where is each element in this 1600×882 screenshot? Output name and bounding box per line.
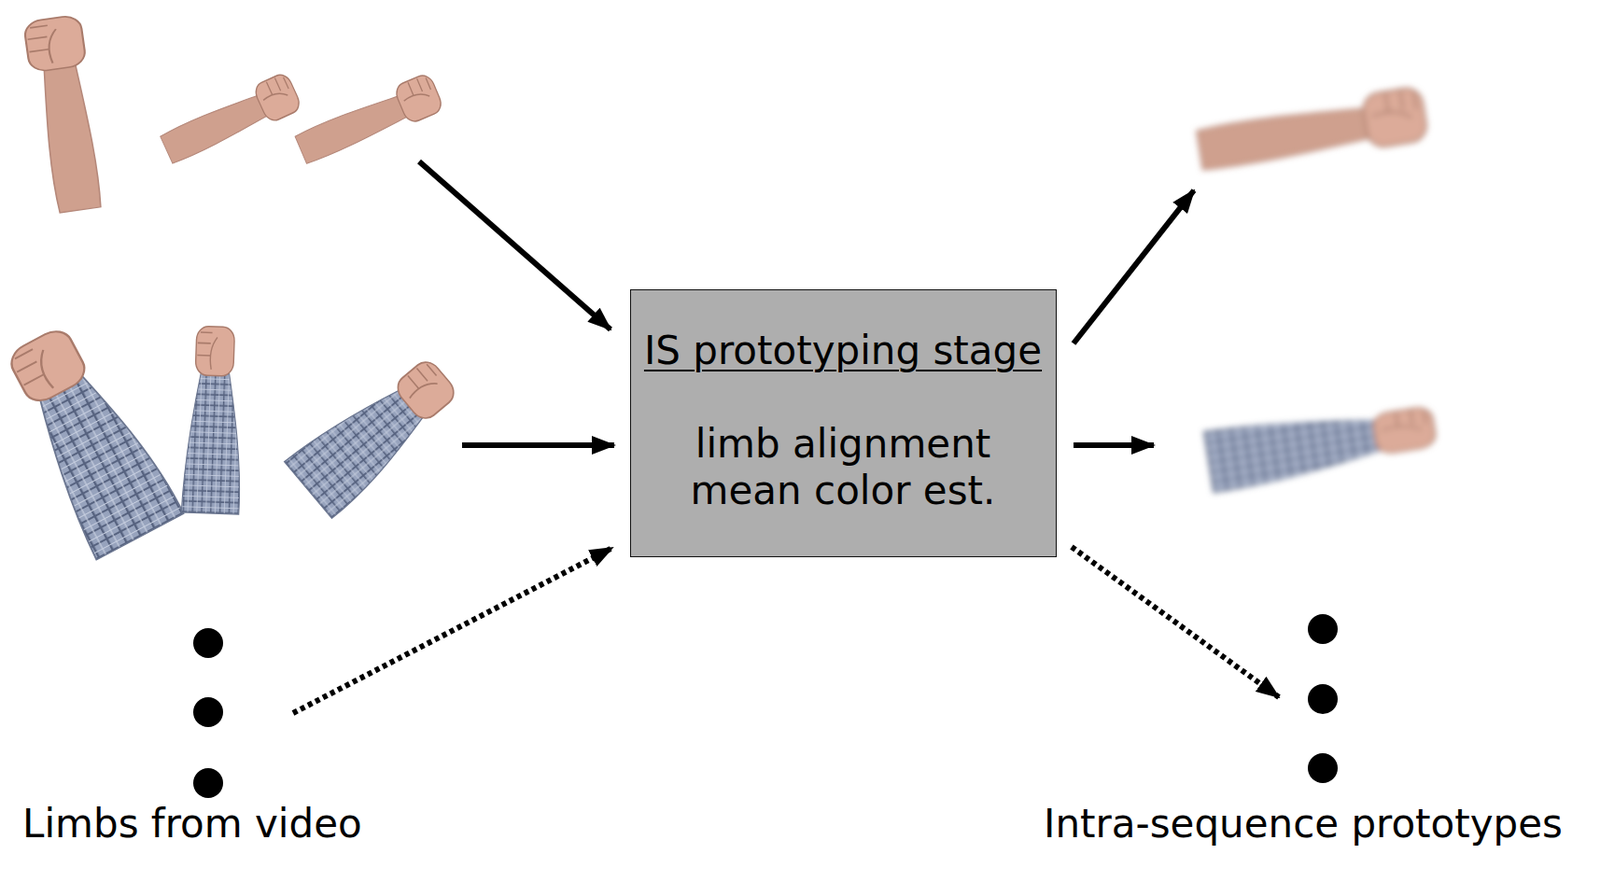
group-caption: Limbs from video [22, 800, 363, 848]
ellipsis-dot [193, 628, 224, 659]
input-arrow [462, 442, 615, 449]
process-box: IS prototyping stage limb alignment mean … [630, 289, 1057, 558]
ellipsis-dot [1307, 614, 1338, 645]
limb-image [157, 71, 304, 169]
output-arrow [1073, 190, 1194, 344]
stage-description: limb alignment mean color est. [646, 421, 1039, 515]
ellipsis-dot [193, 768, 224, 799]
prototype-image [1204, 395, 1439, 492]
input-arrow [419, 161, 611, 330]
limb-image [0, 316, 184, 561]
stage-title: IS prototyping stage [644, 327, 1042, 375]
output-arrow [1073, 442, 1154, 449]
limb-image [181, 325, 246, 515]
output-arrow [1071, 547, 1279, 698]
ellipsis-dot [1307, 753, 1338, 784]
limb-image [284, 347, 469, 519]
ellipsis-dot [1307, 684, 1338, 715]
limb-image [23, 14, 107, 215]
group-caption: Intra-sequence prototypes [1043, 800, 1563, 848]
ellipsis-dot [193, 697, 224, 728]
limb-image [292, 71, 445, 168]
prototype-image [1194, 85, 1429, 175]
input-arrow [293, 547, 613, 714]
